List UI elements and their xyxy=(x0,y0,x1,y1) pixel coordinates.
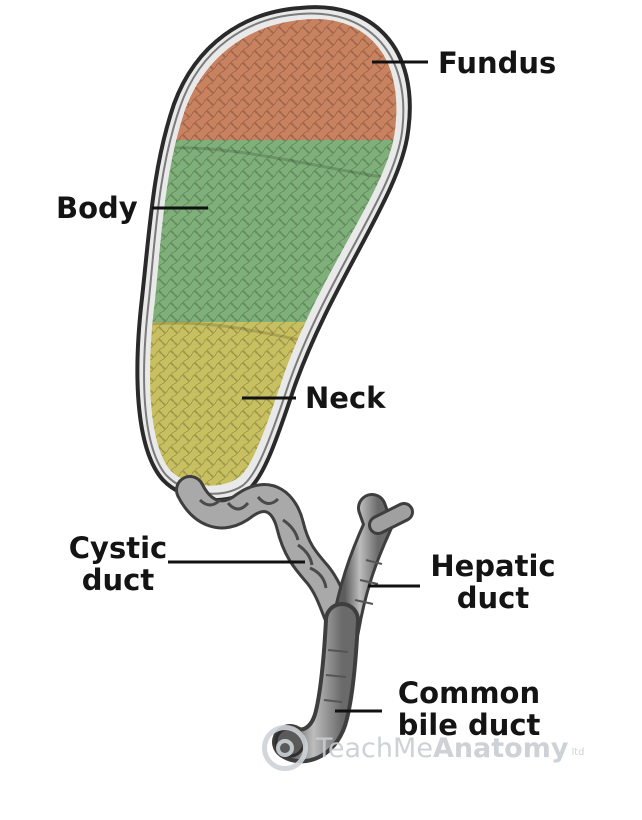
hepatic-duct-label-line2: duct xyxy=(456,581,530,615)
common-bile-duct-label-line2: bile duct xyxy=(397,708,541,742)
hepatic-duct-label-line1: Hepatic xyxy=(430,549,556,583)
cystic-duct-label-line1: Cystic xyxy=(68,531,168,565)
watermark-text-bold: Anatomy xyxy=(432,732,569,764)
watermark-text-light: TeachMe xyxy=(316,732,433,764)
cystic-duct-label-line2: duct xyxy=(81,563,155,597)
common-bile-duct-label: Common bile duct xyxy=(384,677,554,741)
teachmeanatomy-logo-icon xyxy=(262,725,308,771)
cystic-duct-shape xyxy=(175,475,355,635)
cystic-duct-label: Cystic duct xyxy=(66,532,170,596)
fundus-label: Fundus xyxy=(438,46,557,80)
watermark-tm: ltd xyxy=(571,747,585,758)
body-label: Body xyxy=(56,191,138,225)
common-bile-duct-label-line1: Common xyxy=(397,676,541,710)
neck-label: Neck xyxy=(305,381,386,415)
hepatic-duct-label: Hepatic duct xyxy=(428,550,558,614)
